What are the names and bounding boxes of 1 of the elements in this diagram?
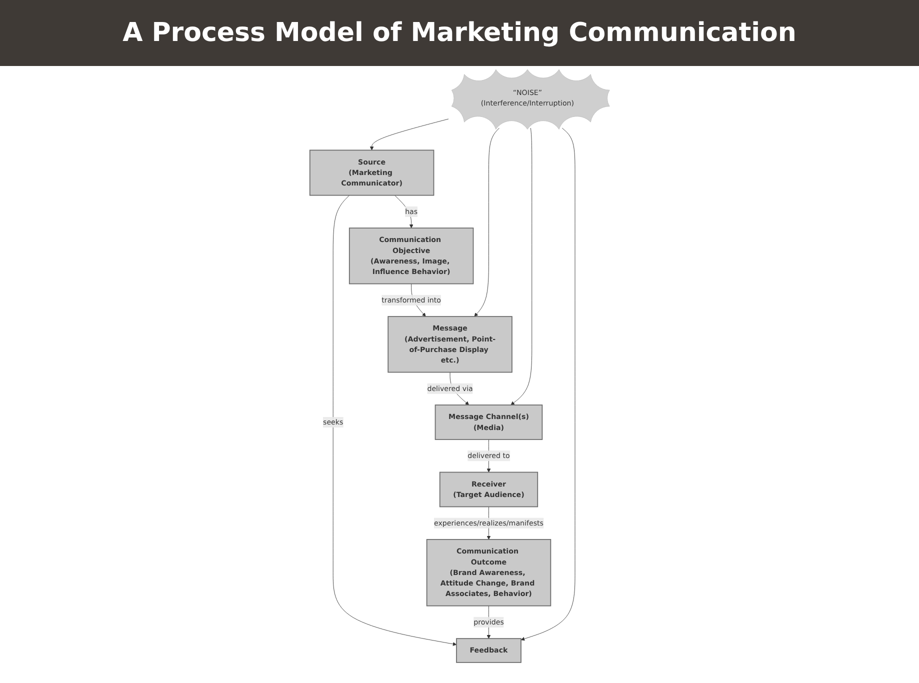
diagram-title: A Process Model of Marketing Communication xyxy=(0,0,919,66)
